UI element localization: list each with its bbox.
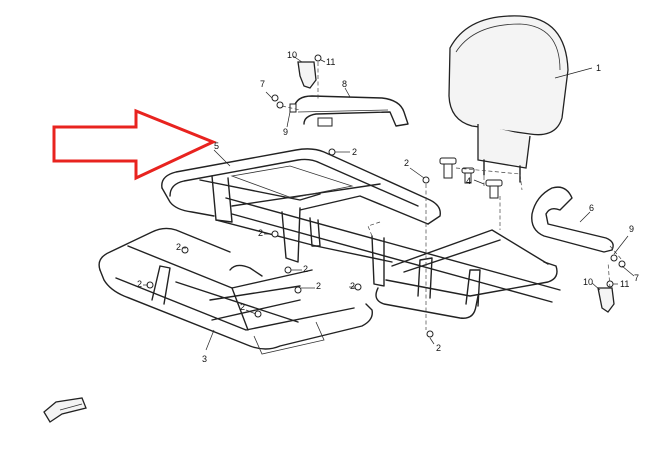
label-bolt-g: 2: [137, 279, 142, 289]
label-right-grab-handle: 6: [589, 203, 594, 213]
label-bolt-i: 2: [350, 281, 355, 291]
callout-labels: 1 2 2 2 2 2 2 2 2 2 2 3 4 5 6 7 7 8 9 9 …: [137, 50, 639, 364]
label-bushing: 4: [466, 176, 471, 186]
label-seat-pad: 1: [596, 63, 601, 73]
label-bracket-left: 10: [287, 50, 297, 60]
front-rack-frame: [98, 227, 373, 355]
label-bolt-e: 2: [303, 264, 308, 274]
label-bolt-j: 2: [436, 343, 441, 353]
bushing-set: [439, 157, 523, 199]
right-grab-handle: [531, 186, 614, 253]
label-rear-rack: 5: [214, 141, 219, 151]
bracket-left-shape: [297, 61, 317, 89]
label-left-grab-handle: 8: [342, 79, 347, 89]
label-spacer-left: 9: [283, 127, 288, 137]
label-spacer-right: 9: [629, 224, 634, 234]
bracket-right-shape: [597, 287, 615, 313]
label-bolt-c: 2: [176, 242, 181, 252]
label-nut-left: 11: [326, 57, 335, 67]
label-washer-left: 7: [260, 79, 265, 89]
label-bolt-a: 2: [352, 147, 357, 157]
highlight-arrow: [52, 108, 217, 181]
front-direction-icon: [43, 397, 87, 423]
label-front-rack: 3: [202, 354, 207, 364]
label-bolt-d: 2: [258, 228, 263, 238]
rear-rack-frame: [161, 148, 561, 319]
label-bolt-b: 2: [404, 158, 409, 168]
label-washer-right: 7: [634, 273, 639, 283]
label-bolt-h: 2: [240, 302, 245, 312]
label-bolt-f: 2: [316, 281, 321, 291]
label-bracket-right: 10: [583, 277, 593, 287]
label-nut-right: 11: [620, 279, 629, 289]
backrest-pad: [448, 15, 593, 183]
left-grab-handle: [293, 87, 409, 127]
leader-lines: [143, 55, 635, 345]
